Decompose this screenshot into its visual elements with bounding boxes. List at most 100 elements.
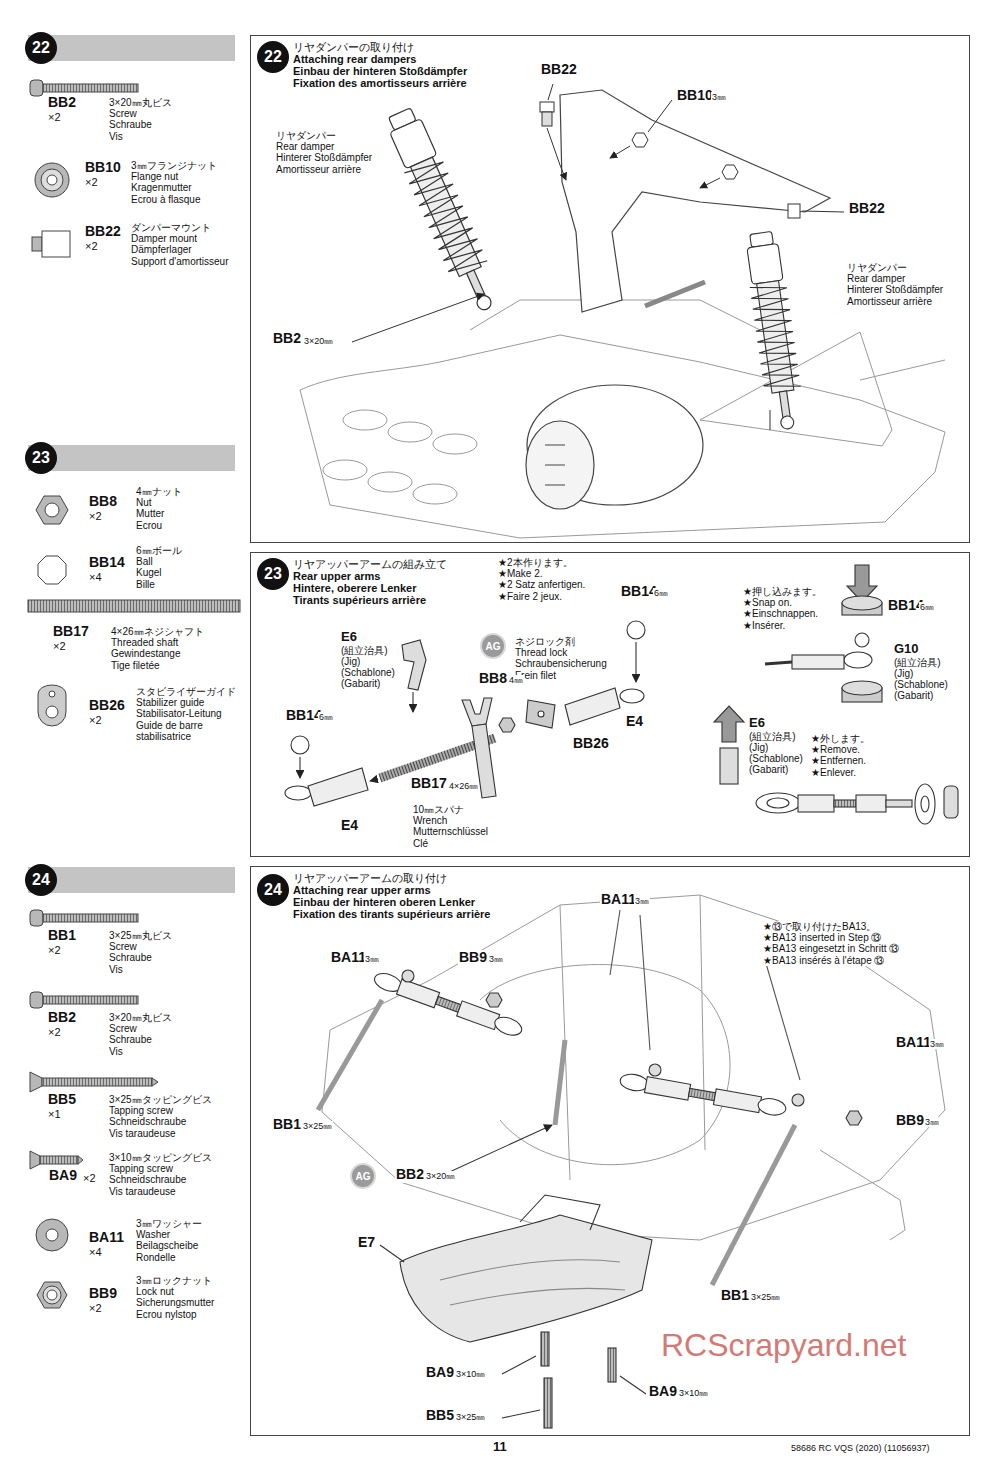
note: ★BA13 insérés à l'étape ⑬ xyxy=(762,955,900,966)
part-code: ×4 xyxy=(88,1246,125,1258)
label-group: 6㎜ xyxy=(919,602,935,612)
part-description: 3×10㎜タッピングビス xyxy=(108,1152,213,1163)
label-group: BA11 xyxy=(600,892,637,908)
callout-label: (Schablone) xyxy=(748,753,804,764)
part-description: Schraube xyxy=(108,952,173,963)
part-description: Gewindestange xyxy=(110,648,205,659)
callout-label: (組立治具) xyxy=(340,645,396,656)
label-group: 10㎜スパナWrenchMutternschlüsselClé xyxy=(412,804,489,849)
dimension: 3×20㎜ xyxy=(425,1171,456,1181)
step-panel: 23AGリヤアッパーアームの組み立てRear upper armsHintere… xyxy=(250,552,970,857)
step-number: 22 xyxy=(264,48,282,66)
label-group: 3㎜ワッシャーWasherBeilagscheibeRondelle xyxy=(135,1218,203,1263)
dimension: 3×20㎜ xyxy=(303,336,334,346)
label-group: 3×25㎜ xyxy=(455,1412,486,1422)
callout-label: Mutternschlüssel xyxy=(412,826,489,837)
note: ★Make 2. xyxy=(497,568,586,579)
watermark: RCScrapyard.net xyxy=(660,1328,907,1364)
part-description: 6㎜ボール xyxy=(135,545,183,556)
label-group: 6㎜ xyxy=(318,712,334,722)
note: ★Faire 2 jeux. xyxy=(497,591,586,602)
part-code: E4 xyxy=(625,714,644,730)
dimension: 4㎜ xyxy=(508,675,524,685)
part-code: BB8 xyxy=(88,494,118,510)
part-code: BB26 xyxy=(88,698,126,714)
part-code: BB1 xyxy=(720,1288,750,1304)
label-group: BB9×2 xyxy=(88,1286,118,1314)
label-group: リヤダンパーRear damperHinterer StoßdämpferAmo… xyxy=(846,262,944,307)
label-group: 3×25㎜丸ビスScrewSchraubeVis xyxy=(108,930,173,975)
part-description: Mutter xyxy=(135,508,183,519)
part-description: Flange nut xyxy=(130,171,218,182)
callout-label: (Schablone) xyxy=(340,667,396,678)
step-header-bar: 22 xyxy=(28,35,235,61)
label-group: E6(組立治具)(Jig)(Schablone)(Gabarit) xyxy=(340,630,396,689)
dimension: 3×10㎜ xyxy=(678,1388,709,1398)
label-group: ×2 xyxy=(82,1172,97,1184)
part-description: Screw xyxy=(108,941,173,952)
callout-label: Amortisseur arrière xyxy=(846,296,944,307)
thread-lock-badge: AG xyxy=(350,1163,376,1189)
step-number: 23 xyxy=(264,565,282,583)
label-group: ダンパーマウントDamper mountDämpferlagerSupport … xyxy=(130,222,230,267)
label-group: 11 xyxy=(492,1440,508,1455)
label-group: BB8×2 xyxy=(88,494,118,522)
label-group: 3㎜ xyxy=(929,1039,945,1049)
part-code: BB2 xyxy=(272,331,302,347)
part-description: Ecrou nylstop xyxy=(135,1309,215,1320)
dimension: 3×25㎜ xyxy=(302,1121,333,1131)
callout-label: (Jig) xyxy=(748,742,804,753)
callout-label: G10 xyxy=(893,642,949,657)
dimension: 3㎜ xyxy=(488,954,504,964)
label-group: 4×26㎜ xyxy=(448,781,479,791)
part-description: Support d'amortisseur xyxy=(130,256,230,267)
part-code: ×2 xyxy=(84,176,122,188)
label-group: 4㎜ xyxy=(508,675,524,685)
part-code: BB26 xyxy=(572,736,610,752)
part-description: Vis xyxy=(108,1046,173,1057)
part-code: BB17 xyxy=(410,776,448,792)
step-title: Fixation des amortisseurs arrière xyxy=(293,77,467,89)
label-group: 3×20㎜丸ビスScrewSchraubeVis xyxy=(108,1012,173,1057)
callout-label: (Jig) xyxy=(893,668,949,679)
label-group: 3×10㎜ xyxy=(678,1388,709,1398)
part-description: Nut xyxy=(135,497,183,508)
step-header-bar: 24 xyxy=(28,867,235,893)
part-description: Vis xyxy=(108,964,173,975)
part-code: BB1 xyxy=(47,928,77,944)
step-title: Attaching rear upper arms xyxy=(293,884,490,896)
step-header-bar: 23 xyxy=(28,445,235,471)
part-description: Washer xyxy=(135,1229,203,1240)
part-code: BA9 xyxy=(48,1168,78,1184)
label-group: E6(組立治具)(Jig)(Schablone)(Gabarit) xyxy=(748,716,804,775)
dimension: 3×25㎜ xyxy=(750,1292,781,1302)
label-group: BB9 xyxy=(895,1113,925,1129)
step-title-block: リヤアッパーアームの組み立てRear upper armsHintere, ob… xyxy=(293,558,447,606)
part-code: BB9 xyxy=(895,1113,925,1129)
callout-label: Hinterer Stoßdämpfer xyxy=(846,284,944,295)
part-description: 4×26㎜ネジシャフト xyxy=(110,626,205,637)
dimension: 3㎜ xyxy=(364,954,380,964)
label-group: BB1×2 xyxy=(47,928,77,956)
label-group: BB26×2 xyxy=(88,698,126,726)
label-group: スタビライザーガイドStabilizer guideStabilisator-L… xyxy=(135,686,243,742)
part-description: Dämpferlager xyxy=(130,244,230,255)
label-group: 3×20㎜ xyxy=(303,336,334,346)
shock-tower xyxy=(560,90,830,312)
step-number: 22 xyxy=(32,39,50,57)
part-description: Ball xyxy=(135,556,183,567)
part-description: Damper mount xyxy=(130,233,230,244)
label-group: BB22×2 xyxy=(84,224,122,252)
callout-label: Thread lock xyxy=(514,647,608,658)
note: ★BA13 inserted in Step ⑬ xyxy=(762,932,900,943)
note: ★Entfernen. xyxy=(810,755,871,766)
part-description: Vis xyxy=(108,131,173,142)
label-group: 3×25㎜タッピングビスTapping screwSchneidschraube… xyxy=(108,1094,213,1139)
label-group: 4×26㎜ネジシャフトThreaded shaftGewindestangeTi… xyxy=(110,626,205,671)
callout-label: (Gabarit) xyxy=(893,690,949,701)
dimension: 3×25㎜ xyxy=(455,1412,486,1422)
label-group: 3㎜ロックナットLock nutSicherungsmutterEcrou ny… xyxy=(135,1275,215,1320)
label-group: 4㎜ナットNutMutterEcrou xyxy=(135,486,183,531)
dimension: 4×26㎜ xyxy=(448,781,479,791)
rear-chassis-drawing xyxy=(300,300,945,538)
